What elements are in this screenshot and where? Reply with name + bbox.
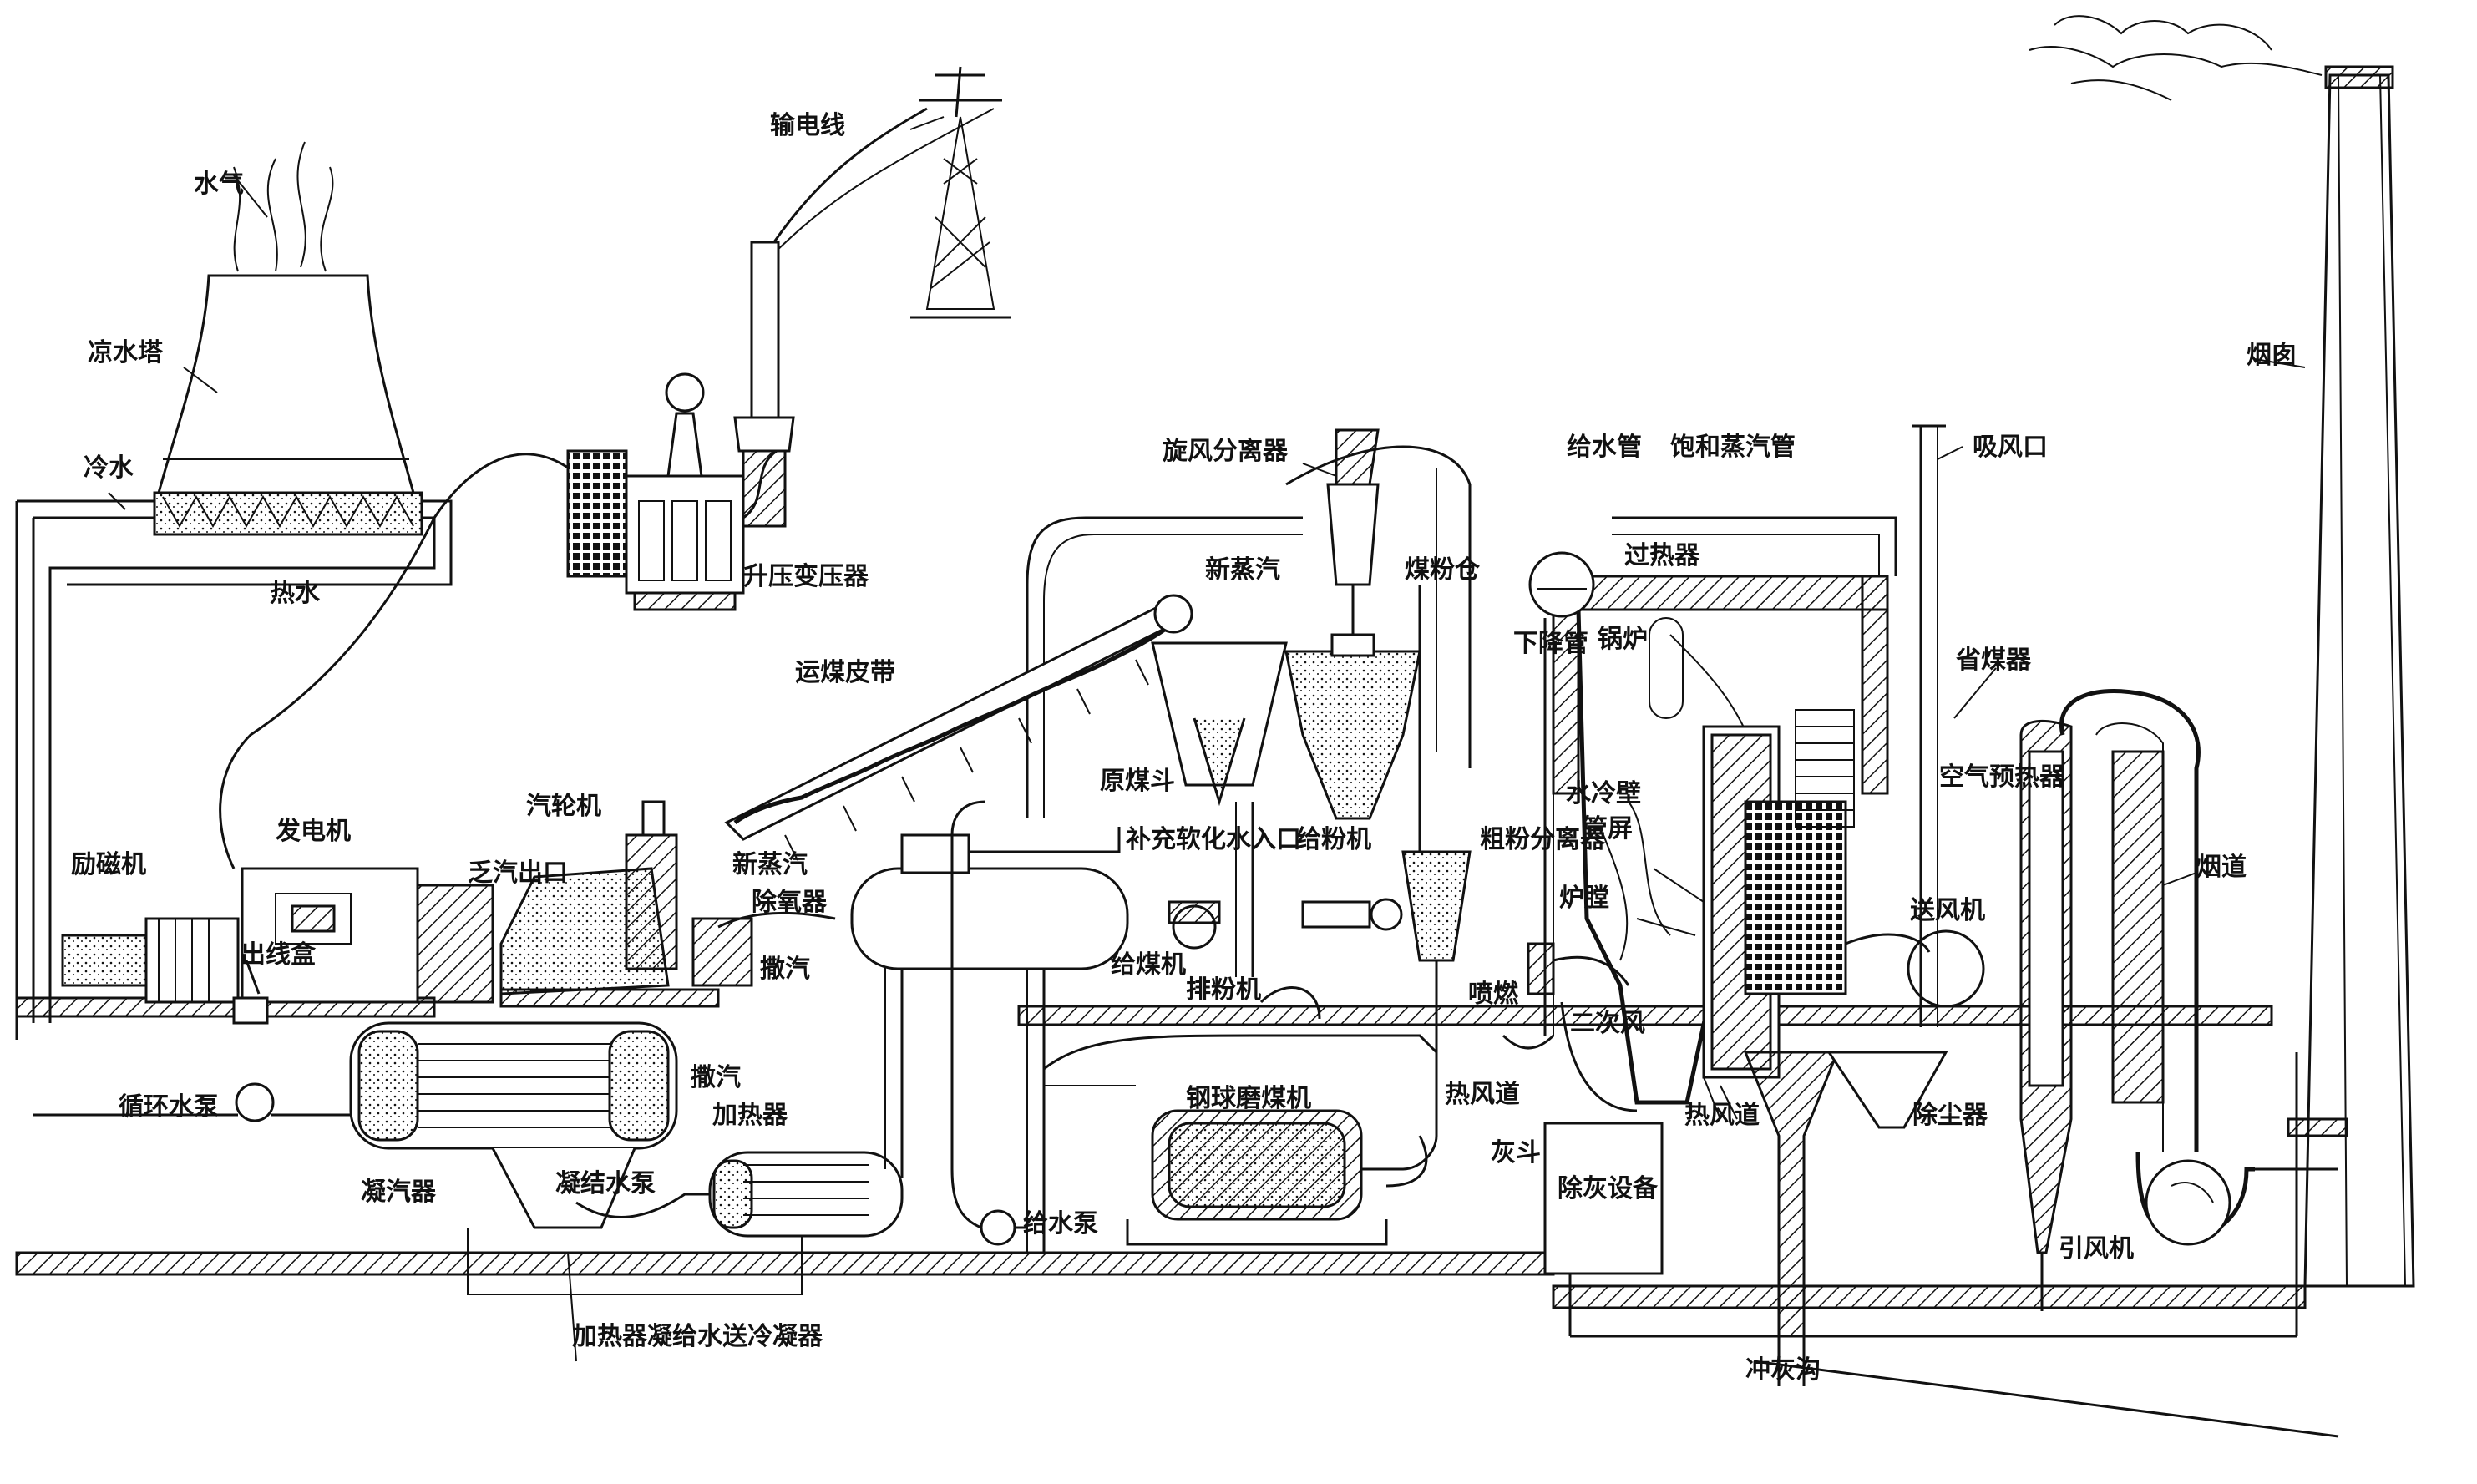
label-transmission-line: 输电线 (770, 111, 845, 140)
steam-turbine (499, 800, 836, 1008)
label-hot-air-duct-a: 热风道 (1445, 1080, 1520, 1109)
chimney (2029, 15, 2415, 1288)
ball-mill (1043, 1034, 1438, 1246)
label-flue-duct: 烟道 (2196, 853, 2247, 882)
transmission-tower (733, 66, 1011, 528)
label-air-preheater: 空气预热器 (1939, 762, 2065, 792)
label-coal-feeder: 给煤机 (1111, 950, 1186, 980)
label-ash-flushing-trench: 冲灰沟 (1745, 1355, 1821, 1385)
coal-hoppers (1151, 428, 1472, 820)
feed-water-pump (950, 516, 1303, 1246)
label-water-vapor: 水气 (194, 170, 244, 199)
label-steam-turbine: 汽轮机 (526, 792, 601, 821)
deaerator (850, 827, 1129, 1253)
cooling-tower (15, 141, 453, 1040)
label-vent-steam-low: 撒汽 (691, 1063, 741, 1092)
label-coarse-powder-separator: 粗粉分离器 (1480, 825, 1606, 854)
label-burner: 喷燃 (1468, 980, 1519, 1009)
label-coal-conveyor: 运煤皮带 (795, 658, 895, 687)
label-step-up-transformer: 升压变压器 (743, 562, 869, 591)
label-new-steam-top: 新蒸汽 (1205, 555, 1280, 585)
power-line (767, 107, 928, 251)
label-condensate-pump: 凝结水泵 (555, 1169, 656, 1198)
labels: 水气 凉水塔 冷水 热水 输电线 升压变压器 旋风分离器 新蒸汽 煤粉仓 给水管… (71, 111, 2297, 1385)
label-dust-collector: 除尘器 (1912, 1101, 1988, 1130)
label-chimney: 烟囱 (2247, 341, 2297, 370)
condenser (33, 1021, 803, 1295)
label-heater: 加热器 (712, 1101, 788, 1130)
label-hot-water: 热水 (270, 579, 321, 608)
label-cooling-tower: 凉水塔 (88, 338, 164, 367)
label-terminal-box: 出线盒 (241, 940, 317, 970)
label-new-steam-mid: 新蒸汽 (732, 850, 808, 879)
label-exhauster: 排粉机 (1186, 975, 1261, 1005)
label-cold-water: 冷水 (84, 453, 134, 483)
boiler (1528, 424, 1985, 1105)
dust-collector (2019, 719, 2073, 1311)
label-condenser: 凝汽器 (361, 1178, 437, 1207)
label-air-intake: 吸风口 (1973, 433, 2048, 462)
label-saturated-steam-pipe: 饱和蒸汽管 (1670, 433, 1796, 462)
label-exciter: 励磁机 (71, 850, 146, 879)
label-water-wall: 水冷壁 (1566, 779, 1641, 808)
label-forced-draft-fan: 送风机 (1910, 896, 1985, 925)
label-ball-mill: 钢球磨煤机 (1186, 1084, 1311, 1113)
label-generator: 发电机 (275, 817, 351, 846)
label-deaerator: 除氧器 (752, 888, 828, 917)
label-downcomer: 下降管 (1513, 629, 1588, 658)
label-cyclone-separator: 旋风分离器 (1163, 437, 1289, 466)
label-boiler: 锅炉 (1598, 625, 1648, 654)
flue-induced-draft (2059, 688, 2255, 1246)
label-makeup-softened-water-inlet: 补充软化水入口 (1126, 825, 1301, 854)
label-superheater: 过热器 (1624, 541, 1700, 570)
burner-air-ducts (1502, 942, 1738, 1275)
label-powder-feeder: 给粉机 (1296, 825, 1371, 854)
label-circulating-pump: 循环水泵 (119, 1092, 219, 1122)
ash-trench-line (1753, 1360, 2339, 1438)
label-furnace: 炉膛 (1559, 884, 1609, 913)
label-hot-air-duct-b: 热风道 (1684, 1101, 1760, 1130)
label-exhaust-steam-outlet: 乏汽出口 (468, 858, 568, 888)
label-coal-powder-bin: 煤粉仓 (1405, 555, 1481, 585)
label-bottom-caption: 加热器凝给水送冷凝器 (572, 1322, 823, 1351)
step-up-transformer (219, 372, 778, 869)
label-feed-water-pump: 给水泵 (1023, 1209, 1098, 1238)
ash-hoppers (1743, 1051, 1948, 1338)
label-tube-screen: 管屏 (1583, 814, 1633, 843)
generator-set (61, 867, 494, 1025)
label-ash-hopper: 灰斗 (1491, 1138, 1541, 1167)
feeders-exhauster (1168, 802, 1403, 1020)
label-ash-removal-equipment: 除灰设备 (1558, 1174, 1659, 1203)
label-feed-water-pipe: 给水管 (1567, 433, 1642, 462)
label-induced-draft-fan: 引风机 (2059, 1234, 2134, 1264)
label-vent-steam-mid: 撒汽 (760, 955, 810, 984)
leader-lines (108, 116, 2306, 1362)
coal-conveyor (724, 594, 1193, 861)
coarse-powder-separator (1385, 585, 1472, 1188)
label-secondary-air: 二次风 (1570, 1009, 1645, 1038)
label-raw-coal-hopper: 原煤斗 (1100, 767, 1175, 796)
label-economizer: 省煤器 (1956, 646, 2032, 675)
